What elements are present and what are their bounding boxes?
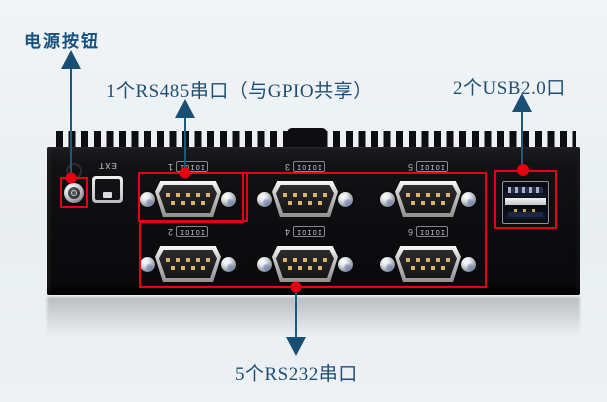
port-6-marking: IOIOI 6 [380, 226, 476, 238]
db9-shell [155, 181, 221, 217]
usb-tongue [508, 212, 543, 217]
serial-port-1: IOIOI 1 [140, 161, 236, 217]
ext-port [92, 176, 123, 203]
panel-ring-mark [66, 163, 82, 179]
screw-left [140, 256, 155, 272]
db9-pins [159, 250, 217, 278]
screw-left [257, 256, 272, 272]
serial-port-icon: IOIOI [415, 161, 449, 173]
db9-connector [257, 181, 353, 217]
screw-left [380, 191, 395, 207]
db9-shell [155, 246, 221, 282]
usb-port-block [502, 181, 549, 224]
serial-port-icon: IOIOI [175, 226, 209, 238]
usb-callout-label: 2个USB2.0口 [453, 78, 566, 99]
screw-right [338, 191, 353, 207]
db9-connector [380, 181, 476, 217]
db9-connector [140, 246, 236, 282]
serial-port-3: IOIOI 3 [257, 161, 353, 217]
port-5-marking: IOIOI 5 [380, 161, 476, 173]
power-button-callout-label: 电源按钮 [24, 32, 100, 51]
db9-shell [272, 246, 338, 282]
power-button [64, 183, 84, 203]
serial-port-4: IOIOI 4 [257, 226, 353, 282]
port-number: 3 [284, 162, 290, 172]
port-number: 5 [407, 162, 413, 172]
screw-right [221, 191, 236, 207]
ext-port-slot [95, 179, 120, 200]
usb-port-bottom [505, 206, 546, 219]
usb-tongue [508, 187, 543, 193]
device-reflection [47, 297, 580, 341]
rs232-callout-label: 5个RS232串口 [235, 364, 358, 385]
db9-pins [276, 250, 334, 278]
serial-port-icon: IOIOI [292, 161, 326, 173]
db9-connector [140, 181, 236, 217]
port-number: 6 [407, 227, 413, 237]
screw-right [338, 256, 353, 272]
port-2-marking: IOIOI 2 [140, 226, 236, 238]
usb-port-top [505, 184, 546, 197]
db9-pins [276, 185, 334, 213]
db9-shell [395, 181, 461, 217]
port-number: 4 [284, 227, 290, 237]
screw-right [221, 256, 236, 272]
serial-port-6: IOIOI 6 [380, 226, 476, 282]
port-number: 1 [167, 162, 173, 172]
serial-port-icon: IOIOI [415, 226, 449, 238]
screw-left [257, 191, 272, 207]
db9-connector [380, 246, 476, 282]
screw-right [461, 256, 476, 272]
port-1-marking: IOIOI 1 [140, 161, 236, 173]
heatsink-center-block [287, 128, 327, 148]
power-arrowhead [61, 50, 81, 69]
screw-left [380, 256, 395, 272]
port-number: 2 [167, 227, 173, 237]
port-3-marking: IOIOI 3 [257, 161, 353, 173]
serial-port-2: IOIOI 2 [140, 226, 236, 282]
serial-port-icon: IOIOI [292, 226, 326, 238]
rs485-callout-label: 1个RS485串口（与GPIO共享） [106, 81, 373, 102]
power-button-core [68, 187, 80, 199]
db9-pins [399, 185, 457, 213]
port-4-marking: IOIOI 4 [257, 226, 353, 238]
db9-shell [272, 181, 338, 217]
serial-port-5: IOIOI 5 [380, 161, 476, 217]
screw-left [140, 191, 155, 207]
db9-shell [395, 246, 461, 282]
ext-port-label: EXT [98, 161, 117, 170]
screw-right [461, 191, 476, 207]
serial-port-icon: IOIOI [175, 161, 209, 173]
db9-pins [159, 185, 217, 213]
db9-connector [257, 246, 353, 282]
power-icon [71, 190, 77, 196]
ext-port-tab [103, 192, 112, 198]
db9-pins [399, 250, 457, 278]
usb-divider [505, 198, 546, 205]
